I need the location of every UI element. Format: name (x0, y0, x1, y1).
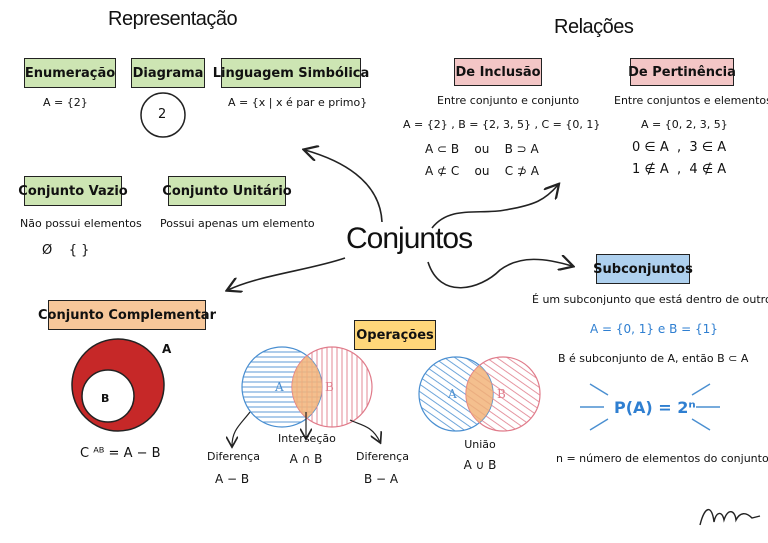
box-de-pertinencia: De Pertinência (628, 58, 736, 86)
union-label-a: A (448, 387, 457, 401)
complement-label-b: B (101, 392, 110, 405)
box-conjunto-complementar: Conjunto Complementar (38, 300, 216, 330)
central-title: Conjuntos (346, 222, 473, 255)
pertinencia-set: A = {0, 2, 3, 5} (641, 118, 728, 131)
intersecao-expr: A ∩ B (289, 452, 323, 466)
inclusao-sets: A = {2} , B = {2, 3, 5} , C = {0, 1} (403, 118, 601, 131)
venn-intersection (292, 347, 322, 427)
enumeracao-example: A = {2} (43, 96, 88, 109)
inclusao-line2: A ⊄ C ou C ⊅ A (425, 164, 540, 178)
venn-label-a: A (275, 380, 284, 394)
section-title-relacoes: Relações (554, 16, 634, 38)
subconjuntos-desc: É um subconjunto que está dentro de outr… (532, 293, 768, 306)
arrow-diferenca-ba (349, 419, 380, 442)
inclusao-line1: A ⊂ B ou B ⊃ A (425, 142, 539, 156)
subconjuntos-statement: B é subconjunto de A, então B ⊂ A (558, 352, 749, 365)
arrow-diferenca-ab (232, 411, 251, 446)
diagram-circle (140, 92, 186, 138)
box-subconjuntos: Subconjuntos (593, 254, 693, 284)
inclusao-desc: Entre conjunto e conjunto (437, 94, 580, 107)
pertinencia-desc: Entre conjuntos e elementos (614, 94, 768, 107)
box-enumeracao: Enumeração (24, 58, 116, 88)
union-label-b: B (497, 387, 506, 401)
arrow-to-relacoes (431, 185, 558, 229)
pertinencia-line1: 0 ∈ A , 3 ∈ A (632, 140, 727, 155)
formula-rays (580, 383, 720, 431)
diagrama-value: 2 (158, 107, 167, 122)
diferenca-ba-label: Diferença (356, 450, 409, 463)
arrow-to-representacao (305, 150, 383, 223)
uniao-label: União (464, 438, 496, 451)
diferenca-ba-expr: B − A (363, 472, 399, 486)
unitario-desc: Possui apenas um elemento (160, 217, 315, 230)
subconjuntos-note: n = número de elementos do conjunto (556, 452, 768, 465)
box-de-inclusao: De Inclusão (454, 58, 542, 86)
intersecao-label: Interseção (278, 432, 336, 445)
box-operacoes: Operações (354, 320, 436, 350)
vazio-desc: Não possui elementos (20, 217, 142, 230)
signature (699, 508, 761, 526)
subconjuntos-example: A = {0, 1} e B = {1} (590, 322, 718, 336)
arrow-to-complementar (228, 257, 346, 290)
complement-formula: C ᴬᴮ = A − B (80, 446, 161, 461)
pertinencia-line2: 1 ∉ A , 4 ∉ A (632, 162, 727, 177)
linguagem-example: A = {x | x é par e primo} (228, 96, 368, 109)
complement-label-a: A (162, 342, 172, 356)
box-linguagem-simbolica: Linguagem Simbólica (213, 58, 369, 88)
subconjuntos-formula: P(A) = 2ⁿ (614, 398, 696, 417)
box-conjunto-vazio: Conjunto Vazio (18, 176, 128, 206)
uniao-expr: A ∪ B (463, 458, 497, 472)
complement-set-b (81, 369, 135, 423)
arrow-to-subconjuntos (427, 259, 572, 289)
section-title-representacao: Representação (108, 8, 238, 30)
diferenca-ab-expr: A − B (214, 472, 250, 486)
vazio-symbols: Ø { } (42, 243, 90, 258)
box-diagrama: Diagrama (131, 58, 205, 88)
box-conjunto-unitario: Conjunto Unitário (162, 176, 292, 206)
diferenca-ab-label: Diferença (207, 450, 260, 463)
venn-label-b: B (325, 380, 334, 394)
